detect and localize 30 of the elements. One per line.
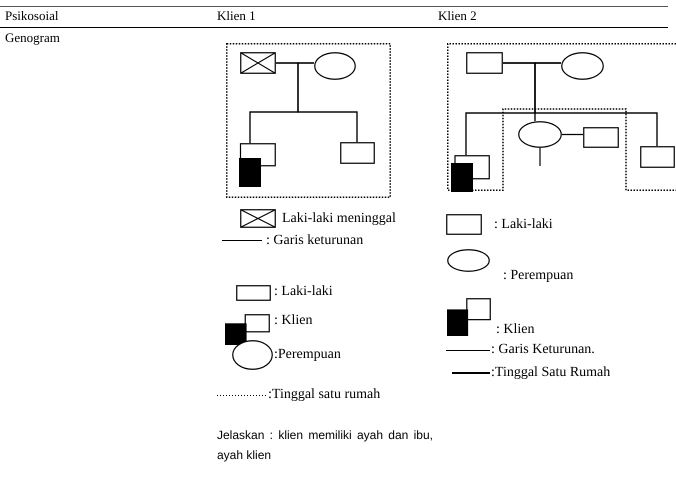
table-cell-text: Klien 2	[438, 8, 478, 24]
legend-text: : Klien	[274, 312, 312, 330]
family-line	[539, 148, 541, 166]
client-symbol	[239, 143, 276, 187]
legend-text: : Garis Keturunan.	[491, 341, 595, 359]
female-symbol	[561, 52, 604, 80]
legend-text: :Perempuan	[274, 346, 341, 364]
legend-text: : Laki-laki	[274, 283, 333, 301]
legend-text: :Tinggal satu rumah	[268, 386, 380, 404]
client-symbol	[451, 155, 490, 192]
table-cell-text: Genogram	[5, 30, 61, 46]
deceased-male-symbol	[240, 52, 276, 74]
male-symbol	[466, 52, 503, 74]
legend-text: : Klien	[496, 321, 534, 339]
household-dotted-outline	[226, 43, 391, 198]
legend-text: :Tinggal Satu Rumah	[491, 364, 610, 382]
female-symbol	[314, 52, 356, 80]
legend-text: : Garis keturunan	[266, 232, 364, 250]
legend-text: Laki-laki meninggal	[282, 210, 396, 228]
explanation-text: Jelaskan : klien memiliki ayah dan ibu, ayah klien	[217, 427, 433, 464]
family-line	[534, 62, 658, 146]
table-cell-text: Klien 1	[217, 8, 257, 24]
male-symbol	[640, 146, 675, 168]
male-symbol	[340, 142, 375, 164]
table-cell-text: Psikosoial	[5, 8, 60, 24]
legend-text: : Laki-laki	[494, 216, 553, 234]
household-dotted-outline	[447, 43, 676, 191]
legend-text: : Perempuan	[503, 267, 574, 285]
family-line	[562, 134, 583, 136]
family-line	[297, 62, 358, 142]
